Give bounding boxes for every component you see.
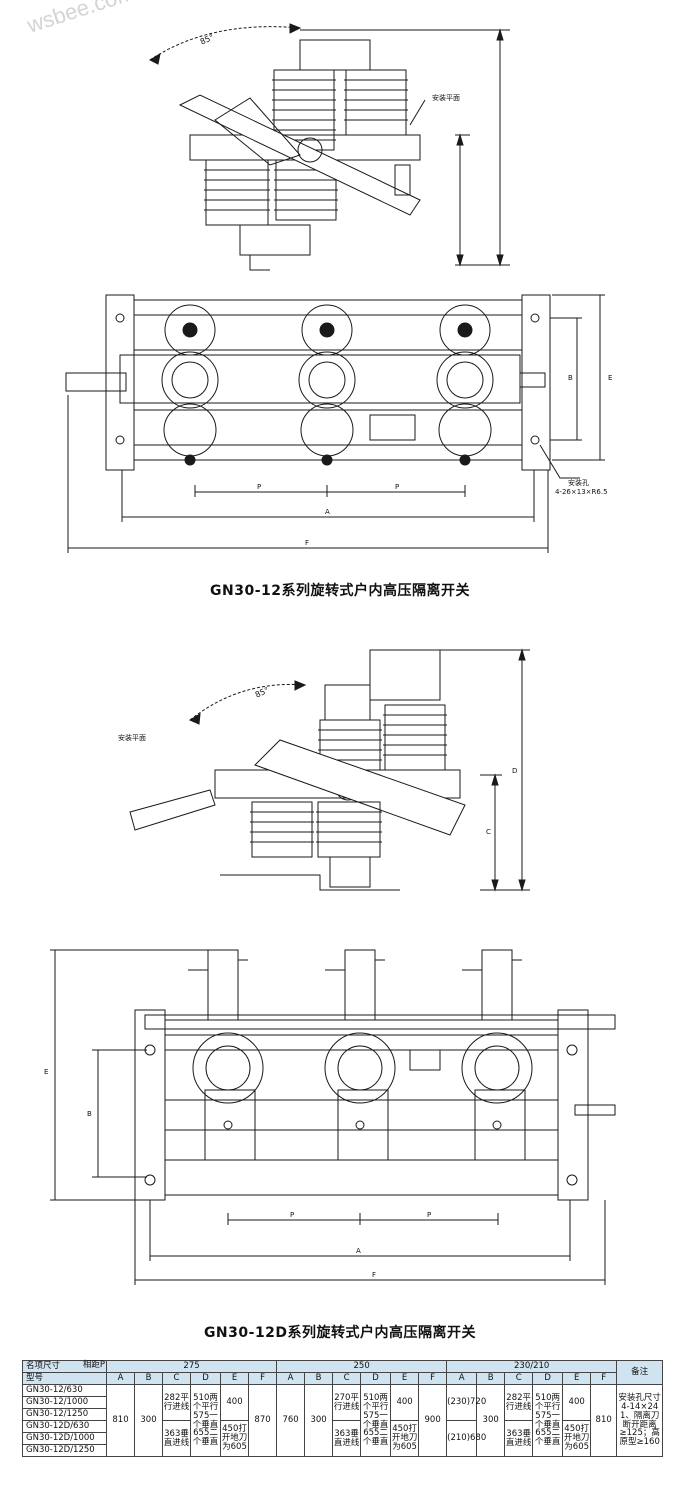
col-header: A bbox=[446, 1372, 478, 1385]
col-header: F bbox=[418, 1372, 448, 1385]
col-header: B bbox=[134, 1372, 163, 1385]
corner-right: 相距P bbox=[82, 1360, 105, 1370]
fig1-dim-b: B bbox=[568, 374, 573, 382]
g1-b: 300 bbox=[134, 1384, 163, 1457]
fig1-dim-e: E bbox=[608, 374, 613, 382]
model-cell: GN30-12/630 bbox=[22, 1384, 107, 1397]
remarks-header: 备注 bbox=[616, 1360, 664, 1385]
fig2-plan-view bbox=[50, 949, 616, 1285]
fig1-angle-label: 85° bbox=[198, 32, 216, 47]
fig2-dim-p1: P bbox=[290, 1211, 295, 1219]
col-header: F bbox=[247, 1372, 278, 1385]
fig1-dim-p2: P bbox=[395, 483, 400, 491]
g1-c-top: 282平行进线 bbox=[162, 1384, 191, 1421]
model-cell: GN30-12D/630 bbox=[22, 1420, 107, 1433]
g3-a-bot: (210)680 bbox=[446, 1420, 486, 1457]
fig1-plan-view bbox=[65, 294, 605, 553]
g2-a: 760 bbox=[276, 1384, 306, 1457]
g3-d: 510两个平行575一个垂直655二个垂直 bbox=[532, 1384, 564, 1457]
figure2-drawing bbox=[50, 648, 616, 1285]
g3-c-bot: 363垂直进线 bbox=[504, 1420, 534, 1457]
col-header: E bbox=[220, 1372, 249, 1385]
col-header: C bbox=[332, 1372, 362, 1385]
col-header: B bbox=[476, 1372, 506, 1385]
fig1-lower-insulator bbox=[204, 159, 338, 226]
col-header: D bbox=[190, 1372, 221, 1385]
col-header: F bbox=[590, 1372, 618, 1385]
fig2-dim-e: E bbox=[44, 1068, 49, 1076]
fig2-dim-b: B bbox=[87, 1110, 92, 1118]
model-cell: GN30-12D/1250 bbox=[22, 1444, 107, 1457]
figure1-labels: 85° 安装平面 B E P P A F 安装孔 4-26×13×R6.5 bbox=[0, 0, 680, 570]
corner-top: 名项尺寸 bbox=[26, 1361, 61, 1372]
g1-e-bot: 450打开地刀为605 bbox=[220, 1420, 249, 1457]
caption-gn30-12: GN30-12系列旋转式户内高压隔离开关 bbox=[210, 583, 470, 599]
col-header: D bbox=[532, 1372, 564, 1385]
col-header: E bbox=[562, 1372, 592, 1385]
g3-b: 300 bbox=[476, 1384, 506, 1457]
g1-e-top: 400 bbox=[220, 1384, 249, 1421]
g1-c-bot: 363垂直进线 bbox=[162, 1420, 191, 1457]
col-header: C bbox=[162, 1372, 191, 1385]
caption-gn30-12d: GN30-12D系列旋转式户内高压隔离开关 bbox=[203, 1325, 477, 1341]
fig1-mount-hole-spec: 4-26×13×R6.5 bbox=[555, 488, 608, 496]
g3-c-top: 282平行进线 bbox=[504, 1384, 534, 1421]
col-header: B bbox=[304, 1372, 334, 1385]
fig1-mount-plane-label: 安装平面 bbox=[432, 94, 460, 102]
group-header-p: 230/210 bbox=[446, 1360, 618, 1373]
fig1-side-view bbox=[148, 23, 510, 271]
remarks-cell: 安装孔尺寸4-14×24 1、隔离刀断开距离≥125；高原型≥160 bbox=[616, 1384, 664, 1457]
figure1-drawing bbox=[65, 23, 605, 553]
fig2-dim-f: F bbox=[372, 1271, 377, 1279]
fig2-pole-1 bbox=[188, 949, 264, 1161]
g2-e-bot: 450打开地刀为605 bbox=[390, 1420, 420, 1457]
col-header: A bbox=[106, 1372, 135, 1385]
fig2-pole-2 bbox=[324, 949, 396, 1161]
col-header: D bbox=[360, 1372, 392, 1385]
fig2-side-view bbox=[129, 648, 530, 892]
g2-b: 300 bbox=[304, 1384, 334, 1457]
fig2-dim-d: D bbox=[512, 767, 518, 775]
fig1-pole-2 bbox=[298, 304, 356, 466]
model-cell: GN30-12/1250 bbox=[22, 1408, 107, 1421]
g1-d: 510两个平行575一个垂直655二个垂直 bbox=[190, 1384, 221, 1457]
fig1-dim-f: F bbox=[305, 539, 310, 547]
fig2-pole-3 bbox=[461, 949, 533, 1161]
fig2-mount-plane-label: 安装平面 bbox=[118, 734, 146, 742]
g3-e-top: 400 bbox=[562, 1384, 592, 1421]
col-header: A bbox=[276, 1372, 306, 1385]
fig1-pole-1 bbox=[161, 304, 219, 466]
group-header-p: 275 bbox=[105, 1360, 278, 1373]
fig1-pole-3 bbox=[436, 304, 494, 466]
g2-c-bot: 363垂直进线 bbox=[332, 1420, 362, 1457]
g2-e-top: 400 bbox=[390, 1384, 420, 1421]
spec-table: 名项尺寸 相距P 275 250 230/210 备注 型号 A B C D E… bbox=[22, 1360, 664, 1457]
g1-a: 810 bbox=[106, 1384, 135, 1457]
fig1-mount-hole-label: 安装孔 bbox=[568, 479, 589, 487]
g1-f: 870 bbox=[247, 1384, 278, 1457]
g2-d: 510两个平行575一个垂直655二个垂直 bbox=[360, 1384, 392, 1457]
col-header: E bbox=[390, 1372, 420, 1385]
fig2-dim-a: A bbox=[356, 1247, 361, 1255]
g3-e-bot: 450打开地刀为605 bbox=[562, 1420, 592, 1457]
fig1-upper-insulator bbox=[272, 69, 408, 151]
corner-cell: 名项尺寸 相距P bbox=[22, 1360, 107, 1373]
fig2-dim-c: C bbox=[486, 828, 491, 836]
g3-a-top: (230)720 bbox=[446, 1384, 486, 1421]
model-cell: GN30-12/1000 bbox=[22, 1396, 107, 1409]
col-header: C bbox=[504, 1372, 534, 1385]
g3-f: 810 bbox=[590, 1384, 618, 1457]
fig1-dim-p1: P bbox=[257, 483, 262, 491]
figure2-labels: 85° 安装平面 C D E B P P A F bbox=[0, 630, 680, 1310]
fig2-angle-label: 85° bbox=[253, 685, 271, 700]
model-cell: GN30-12D/1000 bbox=[22, 1432, 107, 1445]
fig2-dim-p2: P bbox=[427, 1211, 432, 1219]
fig1-dim-a: A bbox=[325, 508, 330, 516]
group-header-p: 250 bbox=[276, 1360, 448, 1373]
g2-f: 900 bbox=[418, 1384, 448, 1457]
g2-c-top: 270平行进线 bbox=[332, 1384, 362, 1421]
corner-bottom: 型号 bbox=[22, 1372, 107, 1385]
